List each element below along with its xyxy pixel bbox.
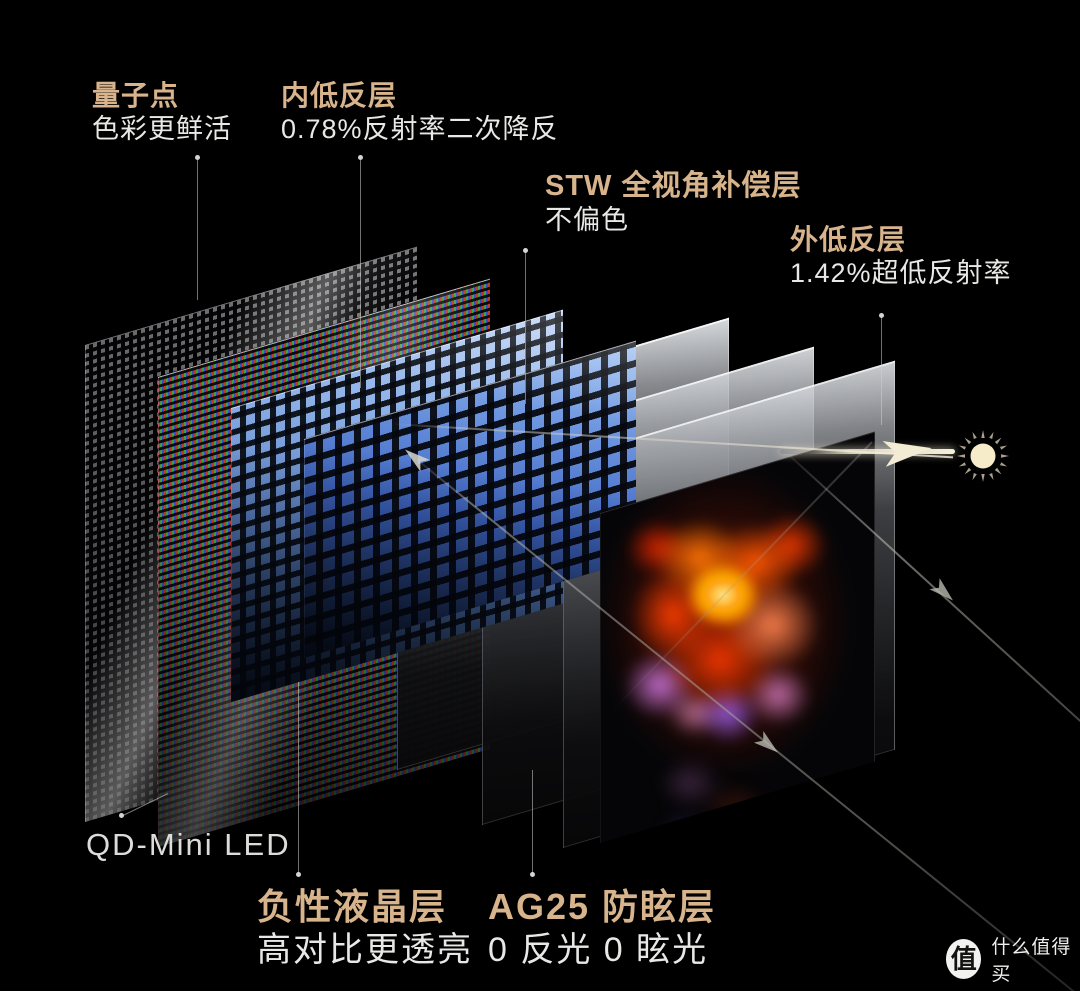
- negative-lc-title: 负性液晶层: [257, 886, 448, 927]
- callout-stw: STW 全视角补偿层 不偏色: [545, 168, 802, 238]
- stw-pointer-line: [525, 253, 526, 404]
- callout-negative-lc: 负性液晶层 高对比更透亮: [257, 884, 473, 972]
- sun-icon: [956, 429, 1010, 488]
- stw-pointer-dot: [523, 248, 528, 253]
- negative-lc-pointer-line: [298, 682, 299, 873]
- callout-quantum-dot: 量子点 色彩更鲜活: [92, 78, 232, 147]
- quantum-dot-title: 量子点: [92, 80, 180, 111]
- flower-reflection: [640, 753, 790, 843]
- outer-ar-title: 外低反层: [790, 224, 907, 255]
- outer-ar-pointer-dot: [879, 313, 884, 318]
- inner-ar-pointer-dot: [358, 155, 363, 160]
- flower-image-wrap: [600, 453, 875, 843]
- stw-title: STW 全视角补偿层: [545, 170, 802, 202]
- callout-ag25: AG25 防眩层 0 反光 0 眩光: [488, 884, 716, 972]
- ag25-title: AG25 防眩层: [488, 886, 717, 927]
- inner-ar-pointer-line: [360, 160, 361, 388]
- ag25-pointer-line: [532, 770, 533, 873]
- reflected-light-beam: [780, 449, 955, 454]
- smzdm-badge-icon: 值: [946, 939, 982, 979]
- qd-mini-led-title: QD-Mini LED: [86, 827, 291, 862]
- ag25-pointer-dot: [530, 872, 535, 877]
- callout-outer-ar: 外低反层 1.42%超低反射率: [790, 222, 1012, 291]
- outer-ar-pointer-line: [881, 318, 882, 425]
- quantum-dot-pointer-dot: [195, 155, 200, 160]
- callout-inner-ar: 内低反层 0.78%反射率二次降反: [281, 78, 559, 147]
- inner-ar-subtitle: 0.78%反射率二次降反: [281, 114, 559, 144]
- smzdm-watermark-text: 什么值得买: [991, 937, 1072, 985]
- qd-mini-led-pointer-dot: [119, 813, 124, 818]
- stw-subtitle: 不偏色: [545, 205, 629, 236]
- quantum-dot-pointer-line: [197, 160, 198, 300]
- scattered-arrow-icon: [929, 578, 958, 606]
- callout-qd-mini-led: QD-Mini LED: [86, 826, 291, 865]
- ag25-subtitle: 0 反光 0 眩光: [488, 931, 709, 969]
- inner-ar-title: 内低反层: [281, 80, 398, 111]
- smzdm-watermark: 值 什么值得买: [946, 932, 1080, 986]
- outer-ar-subtitle: 1.42%超低反射率: [790, 258, 1012, 288]
- quantum-dot-subtitle: 色彩更鲜活: [92, 114, 232, 144]
- negative-lc-pointer-dot: [296, 872, 301, 877]
- negative-lc-subtitle: 高对比更透亮: [257, 931, 473, 969]
